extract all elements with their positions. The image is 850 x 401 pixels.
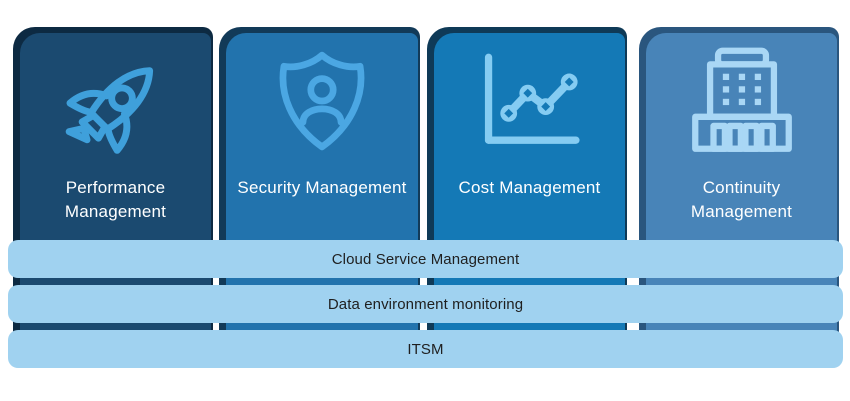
building-icon — [646, 45, 837, 159]
pillar-label: Continuity Management — [690, 178, 793, 222]
pillar-performance-management: Performance Management — [13, 27, 213, 350]
pillar-label: Security Management — [237, 178, 407, 197]
layer-data-environment-monitoring: Data environment monitoring — [8, 285, 843, 323]
layer-itsm: ITSM — [8, 330, 843, 368]
pillar-label: Cost Management — [458, 178, 601, 197]
line-chart-icon — [434, 45, 625, 157]
layer-cloud-service-management: Cloud Service Management — [8, 240, 843, 278]
layer-label: ITSM — [407, 340, 444, 358]
layer-label: Cloud Service Management — [331, 250, 520, 268]
pillar-face: Performance Management — [20, 33, 211, 350]
shield-user-icon — [226, 45, 418, 157]
layer-label: Data environment monitoring — [327, 295, 524, 313]
pillar-label: Performance Management — [64, 178, 167, 222]
rocket-icon — [20, 45, 211, 160]
